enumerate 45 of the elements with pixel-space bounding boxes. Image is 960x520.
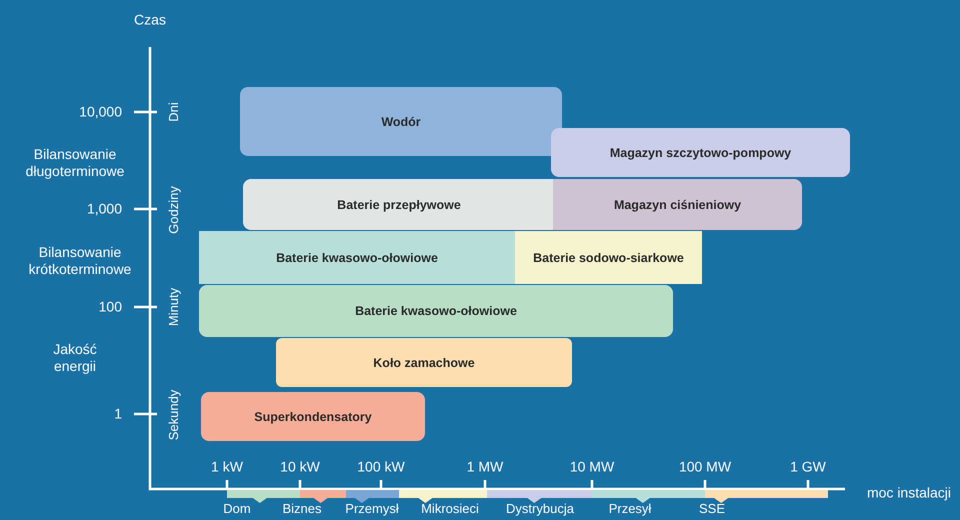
technology-label: Magazyn szczytowo-pompowy <box>610 146 792 160</box>
axis-title: moc instalacji <box>866 484 952 502</box>
tick-label: 100 kW <box>357 458 405 476</box>
scale-label: SSE <box>699 501 725 516</box>
technology-label: Magazyn ciśnieniowy <box>614 198 742 212</box>
axis-title: Czas <box>134 12 166 28</box>
tick-label: 100 <box>98 298 122 316</box>
technology-box <box>243 179 555 230</box>
tick-label: 1,000 <box>86 200 122 218</box>
technology-label: Superkondensatory <box>254 410 372 424</box>
technology-box <box>553 179 802 230</box>
technology-box <box>199 231 515 284</box>
technology-box <box>551 128 850 177</box>
tick-label: 1 MW <box>466 458 504 476</box>
technology-label: Wodór <box>381 114 421 128</box>
tick-label: 1 kW <box>211 458 243 476</box>
scale-label: Dystrybucja <box>506 501 574 516</box>
tick-label: 1 <box>114 406 122 422</box>
technology-label: Baterie kwasowo-ołowiowe <box>276 250 438 264</box>
scale-label: Przesył <box>608 501 652 516</box>
tick-label: 10 kW <box>280 458 320 476</box>
technology-box <box>201 392 425 441</box>
category-label: Bilansowanie długoterminowe <box>24 146 126 180</box>
unit-label: Dni <box>166 102 182 122</box>
unit-label: Godziny <box>166 186 182 234</box>
technology-box <box>276 338 572 387</box>
tick-label: 10,000 <box>79 104 122 120</box>
scale-label: Mikrosieci <box>421 501 479 516</box>
unit-label: Minuty <box>166 288 182 326</box>
tick-label: 1 GW <box>790 458 826 476</box>
tick-label: 100 MW <box>678 458 732 476</box>
technology-box <box>199 285 673 337</box>
scale-label: Biznes <box>282 501 322 516</box>
technology-label: Baterie przepływowe <box>337 198 461 212</box>
scale-label: Dom <box>223 501 251 516</box>
unit-label: Sekundy <box>166 390 182 440</box>
technology-box <box>515 231 702 284</box>
tick-label: 10 MW <box>570 458 614 476</box>
technology-label: Baterie sodowo-siarkowe <box>533 250 684 264</box>
category-label: Jakość energii <box>52 341 98 375</box>
category-label: Bilansowanie krótkoterminowe <box>28 244 132 278</box>
scale-label: Przemysł <box>345 501 399 516</box>
technology-label: Koło zamachowe <box>373 356 475 370</box>
technology-label: Baterie kwasowo-ołowiowe <box>355 304 517 318</box>
technology-box <box>240 87 562 156</box>
